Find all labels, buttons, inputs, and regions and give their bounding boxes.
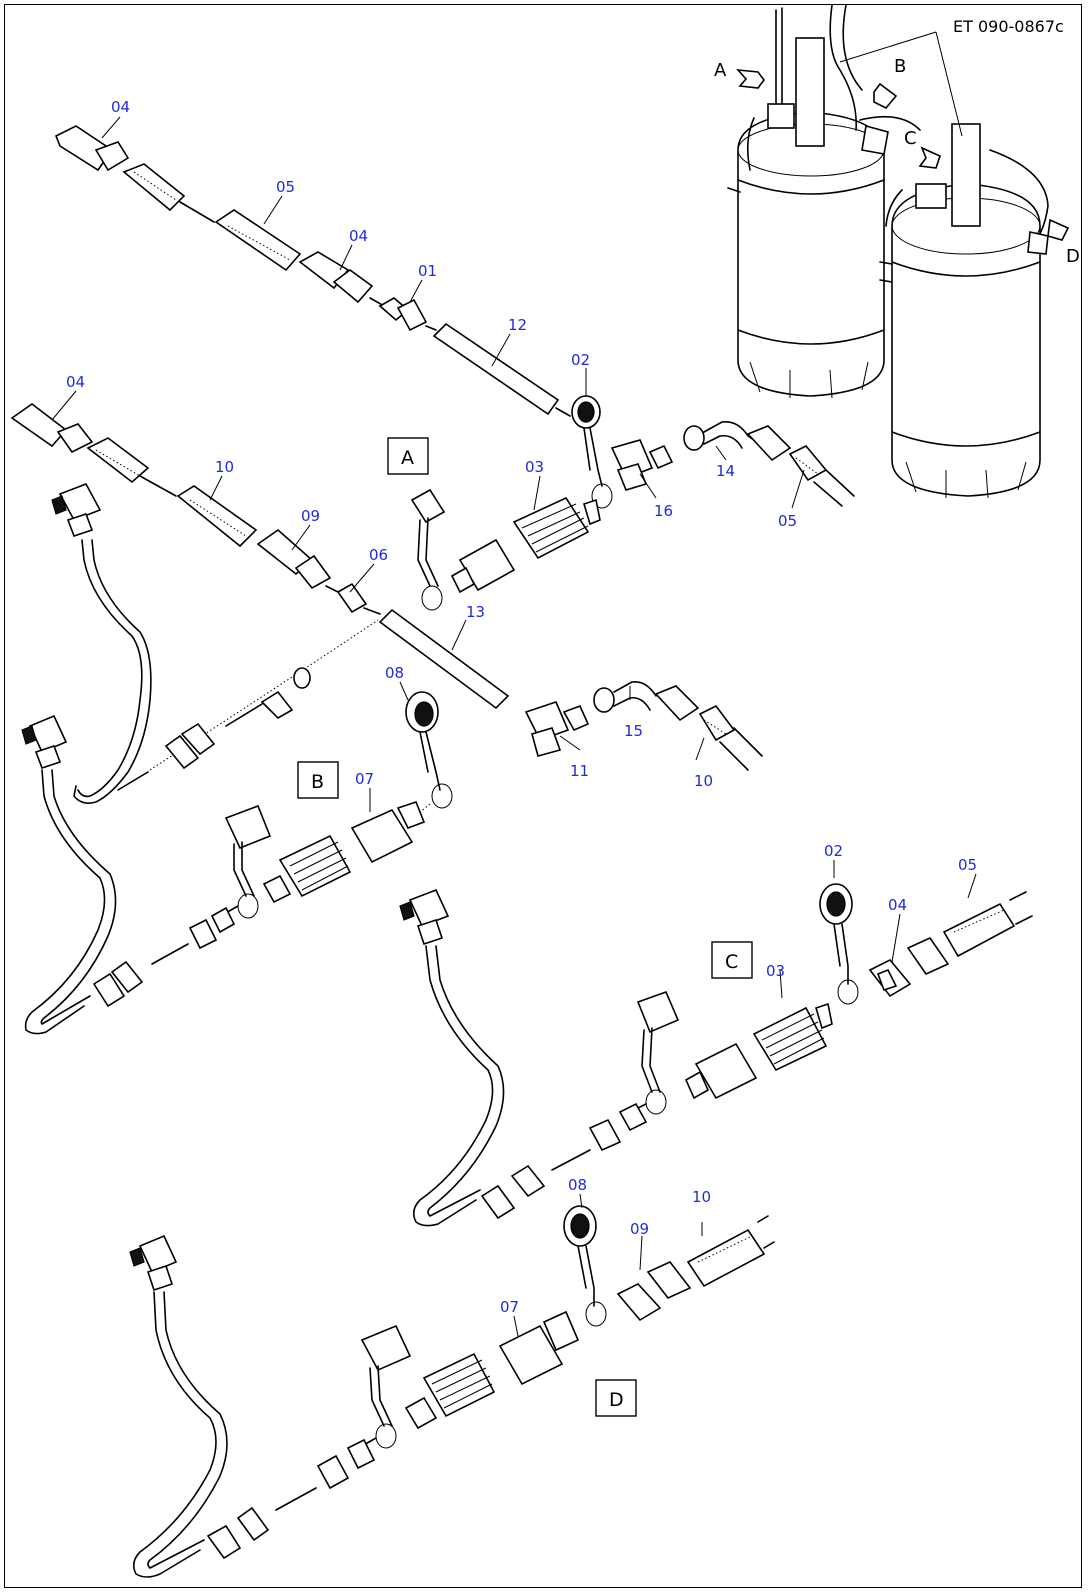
part-number: 02 xyxy=(824,842,843,860)
svg-text:C: C xyxy=(725,951,738,973)
part-number: 03 xyxy=(766,962,785,980)
part-number: 04 xyxy=(349,227,368,245)
part-number: 11 xyxy=(570,762,589,780)
part-number: 09 xyxy=(630,1220,649,1238)
view-label-a: A xyxy=(387,437,429,475)
part-number: 14 xyxy=(716,462,735,480)
part-number: 03 xyxy=(525,458,544,476)
callout-arrow-b xyxy=(873,82,898,109)
part-number: 10 xyxy=(692,1188,711,1206)
part-number: 08 xyxy=(568,1176,587,1194)
callout-arrow-d xyxy=(1047,218,1070,241)
view-label-c: C xyxy=(711,941,753,979)
tank-assembly-illustration xyxy=(727,4,1049,499)
part-number: 07 xyxy=(355,770,374,788)
part-number: 02 xyxy=(571,351,590,369)
part-number: 16 xyxy=(654,502,673,520)
part-number: 10 xyxy=(694,772,713,790)
view-label-d: D xyxy=(595,1379,637,1417)
part-number: 04 xyxy=(111,98,130,116)
view-label-b: B xyxy=(297,761,339,799)
part-number: 06 xyxy=(369,546,388,564)
part-number: 09 xyxy=(301,507,320,525)
view-d-assembly xyxy=(129,1205,775,1578)
view-a-assembly xyxy=(10,125,855,804)
part-number: 15 xyxy=(624,722,643,740)
part-number: 13 xyxy=(466,603,485,621)
callout-arrow-c xyxy=(918,146,941,169)
part-number: 01 xyxy=(418,262,437,280)
callout-arrow-label-c: C xyxy=(904,128,917,149)
part-number: 04 xyxy=(888,896,907,914)
part-number: 04 xyxy=(66,373,85,391)
callout-arrow-label-a: A xyxy=(714,60,727,81)
callout-arrow-label-b: B xyxy=(894,56,906,77)
part-number: 10 xyxy=(215,458,234,476)
part-number: 12 xyxy=(508,316,527,334)
svg-text:B: B xyxy=(311,771,324,793)
drawing-code: ET 090-0867c xyxy=(953,17,1064,36)
callout-arrow-a xyxy=(736,69,765,89)
callout-arrow-label-d: D xyxy=(1066,246,1080,267)
view-b-assembly xyxy=(21,691,453,1035)
part-number: 08 xyxy=(385,664,404,682)
svg-text:A: A xyxy=(401,447,414,469)
part-number: 07 xyxy=(500,1298,519,1316)
part-leaders xyxy=(51,116,977,1337)
svg-text:D: D xyxy=(609,1389,624,1411)
view-c-assembly xyxy=(399,883,1033,1227)
part-number: 05 xyxy=(958,856,977,874)
part-number: 05 xyxy=(778,512,797,530)
part-number: 05 xyxy=(276,178,295,196)
drawing-code-leaders xyxy=(839,31,963,137)
drawing-frame xyxy=(4,4,1082,1588)
